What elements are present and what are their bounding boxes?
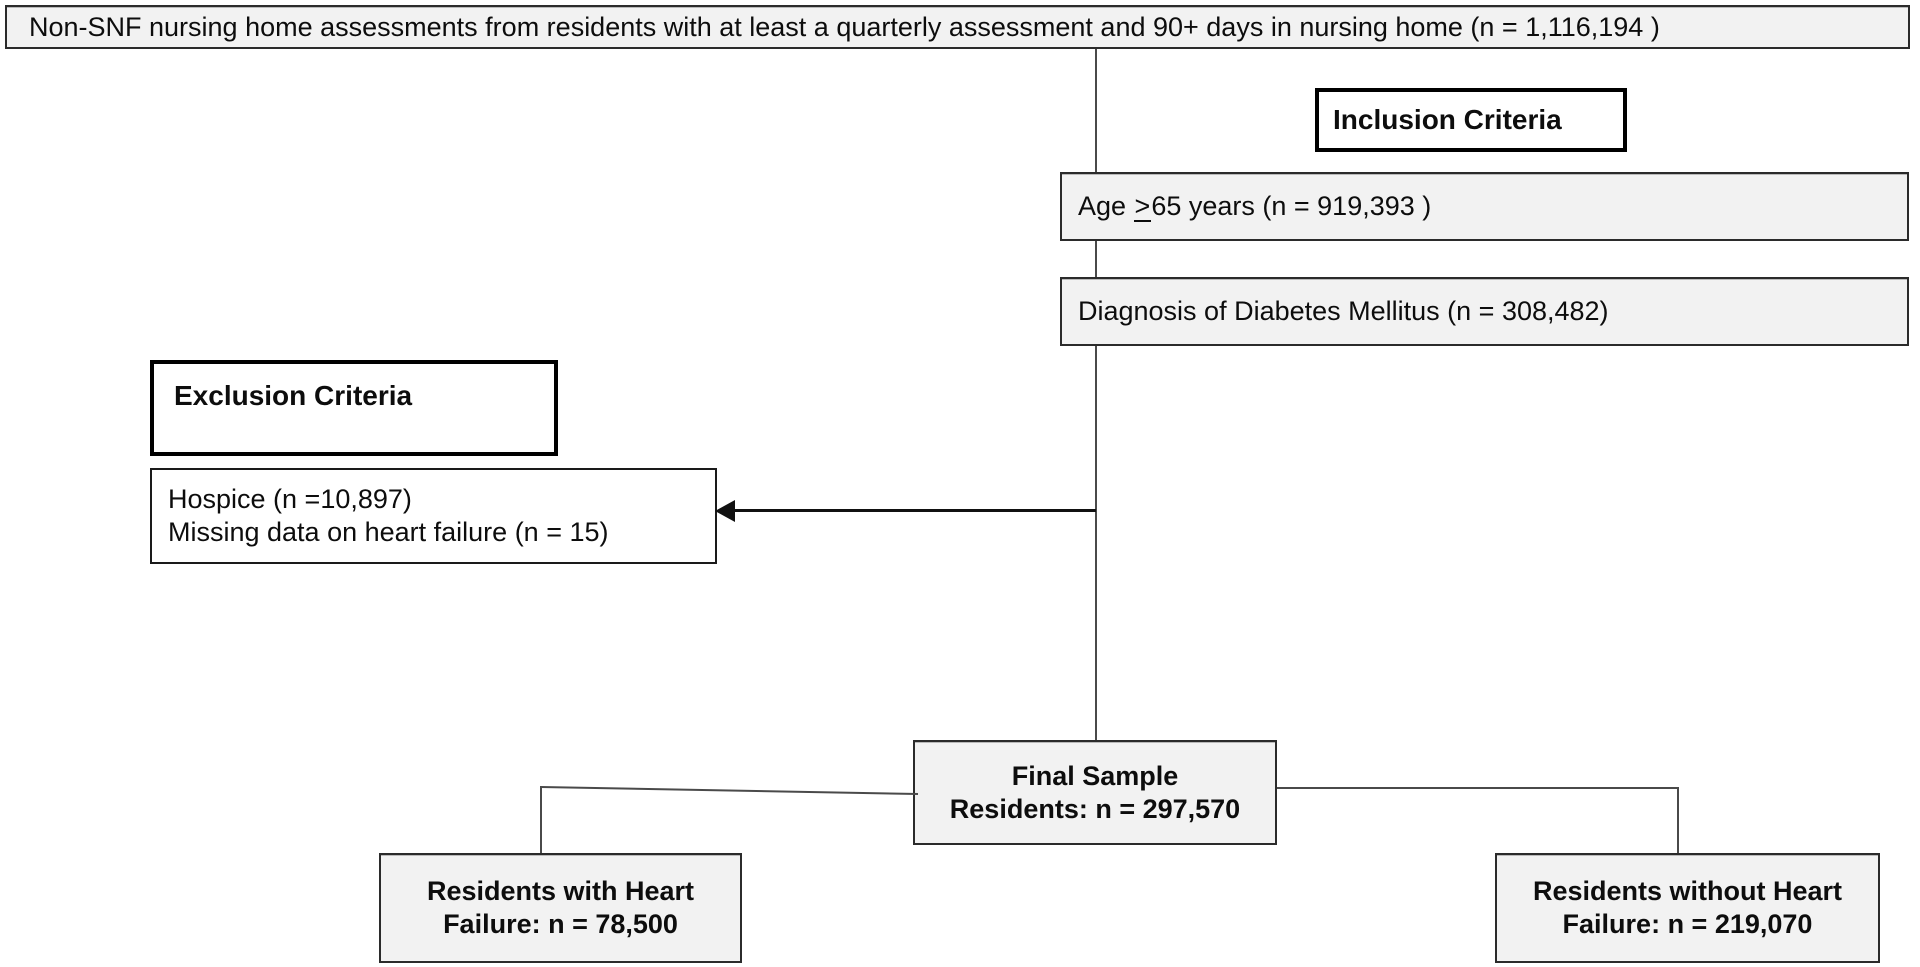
inclusion-step-age-text: Age >65 years (n = 919,393 ) bbox=[1078, 190, 1895, 223]
greater-than-or-equal-icon: > bbox=[1133, 191, 1152, 222]
inclusion-criteria-header-box: Inclusion Criteria bbox=[1315, 88, 1627, 152]
inclusion-criteria-header-label: Inclusion Criteria bbox=[1333, 103, 1562, 135]
left-branch-slant-connector bbox=[540, 786, 919, 795]
group-without-heart-failure-count: Failure: n = 219,070 bbox=[1562, 909, 1813, 939]
exclusion-line-missing-data: Missing data on heart failure (n = 15) bbox=[168, 517, 609, 547]
age-label-prefix: Age bbox=[1078, 191, 1134, 222]
exclusion-criteria-header-label: Exclusion Criteria bbox=[174, 379, 413, 411]
final-sample-title: Final Sample bbox=[1011, 760, 1179, 791]
final-sample-box: Final Sample Residents: n = 297,570 bbox=[913, 740, 1277, 845]
inclusion-step-age-box: Age >65 years (n = 919,393 ) bbox=[1060, 172, 1909, 241]
group-without-heart-failure-box: Residents without Heart Failure: n = 219… bbox=[1495, 853, 1880, 963]
group-without-heart-failure-title: Residents without Heart bbox=[1532, 876, 1843, 907]
exclusion-criteria-header-box: Exclusion Criteria bbox=[150, 360, 558, 456]
right-branch-horizontal-connector bbox=[1277, 787, 1679, 789]
exclusion-line-hospice: Hospice (n =10,897) bbox=[168, 484, 412, 515]
source-cohort-text: Non-SNF nursing home assessments from re… bbox=[29, 11, 1660, 42]
age-label-suffix: 65 years (n = 919,393 ) bbox=[1151, 191, 1432, 222]
group-with-heart-failure-box: Residents with Heart Failure: n = 78,500 bbox=[379, 853, 742, 963]
inclusion-step-diagnosis-box: Diagnosis of Diabetes Mellitus (n = 308,… bbox=[1060, 277, 1909, 346]
inclusion-step-diagnosis-text: Diagnosis of Diabetes Mellitus (n = 308,… bbox=[1078, 296, 1609, 327]
left-branch-drop-connector bbox=[540, 786, 542, 854]
main-spine-connector bbox=[1095, 49, 1097, 741]
source-cohort-box: Non-SNF nursing home assessments from re… bbox=[5, 5, 1910, 49]
exclusion-detail-box: Hospice (n =10,897) Missing data on hear… bbox=[150, 468, 717, 564]
right-branch-drop-connector bbox=[1677, 787, 1679, 854]
group-with-heart-failure-count: Failure: n = 78,500 bbox=[443, 909, 678, 939]
exclusion-arrow-head-icon bbox=[715, 500, 735, 522]
final-sample-count: Residents: n = 297,570 bbox=[949, 793, 1241, 824]
group-with-heart-failure-title: Residents with Heart bbox=[426, 876, 695, 907]
exclusion-arrow-line bbox=[733, 509, 1096, 512]
